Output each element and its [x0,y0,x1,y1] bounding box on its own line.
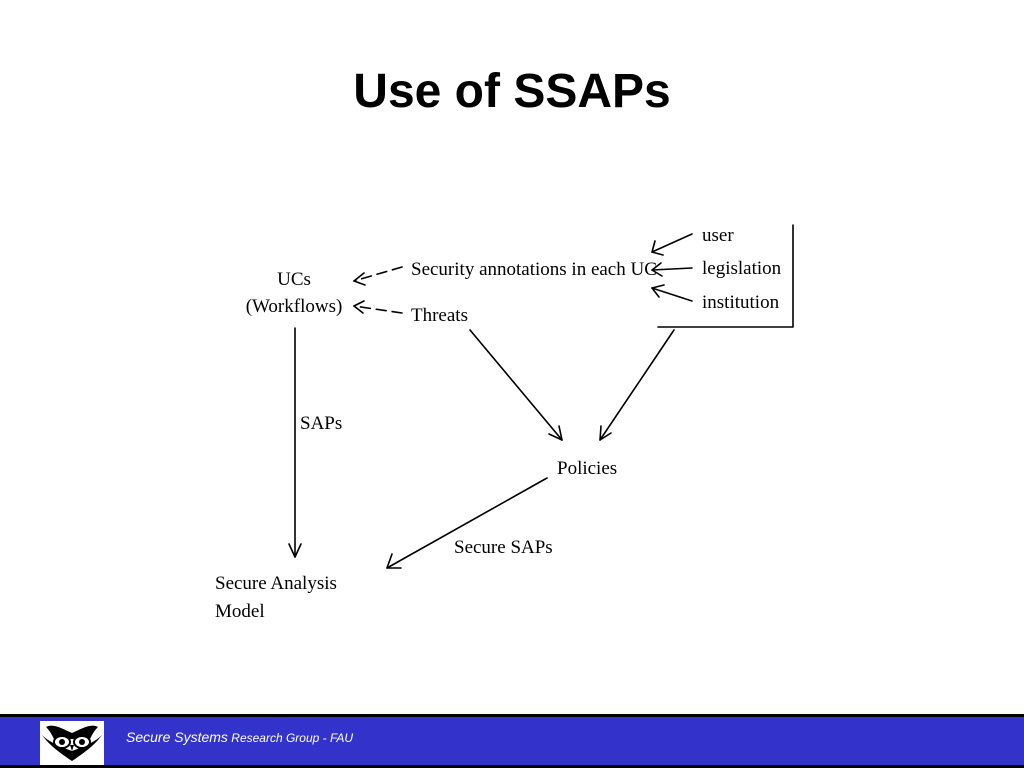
arrow-threats-to-policies [469,329,563,441]
sources-box-border [657,224,794,328]
node-ucs-label: UCs [277,269,311,290]
arrow-legislation-to-annotations [651,262,693,277]
owl-logo-icon [40,721,104,765]
arrow-sources-to-policies [599,329,675,441]
arrow-policies-to-secure-analysis [386,477,548,569]
footer-caption-sub: Research Group - FAU [227,731,354,745]
arrow-institution-to-annotations [651,284,693,302]
node-security-annotations-label: Security annotations in each UC [411,259,657,280]
node-user-label: user [702,225,734,246]
dashed-arrow-threats-to-ucs [353,300,403,314]
footer-caption: Secure Systems Research Group - FAU [126,729,353,745]
node-legislation-label: legislation [702,258,782,279]
node-secure-analysis-model-label: Model [215,601,265,622]
footer-bar: Secure Systems Research Group - FAU [0,714,1024,768]
node-institution-label: institution [702,292,780,313]
edge-secure-saps-label: Secure SAPs [454,537,553,558]
node-policies-label: Policies [557,458,617,479]
arrow-user-to-annotations [651,233,693,256]
dashed-arrow-annotations-to-ucs [353,266,403,286]
node-ucs-workflows-label: (Workflows) [246,296,343,317]
node-secure-analysis-label: Secure Analysis [215,573,337,594]
node-threats-label: Threats [411,305,468,326]
slide-title: Use of SSAPs [353,65,671,118]
edge-saps-label: SAPs [300,413,342,434]
arrow-ucs-to-secure-analysis [288,327,302,558]
footer-caption-main: Secure Systems [126,729,228,745]
